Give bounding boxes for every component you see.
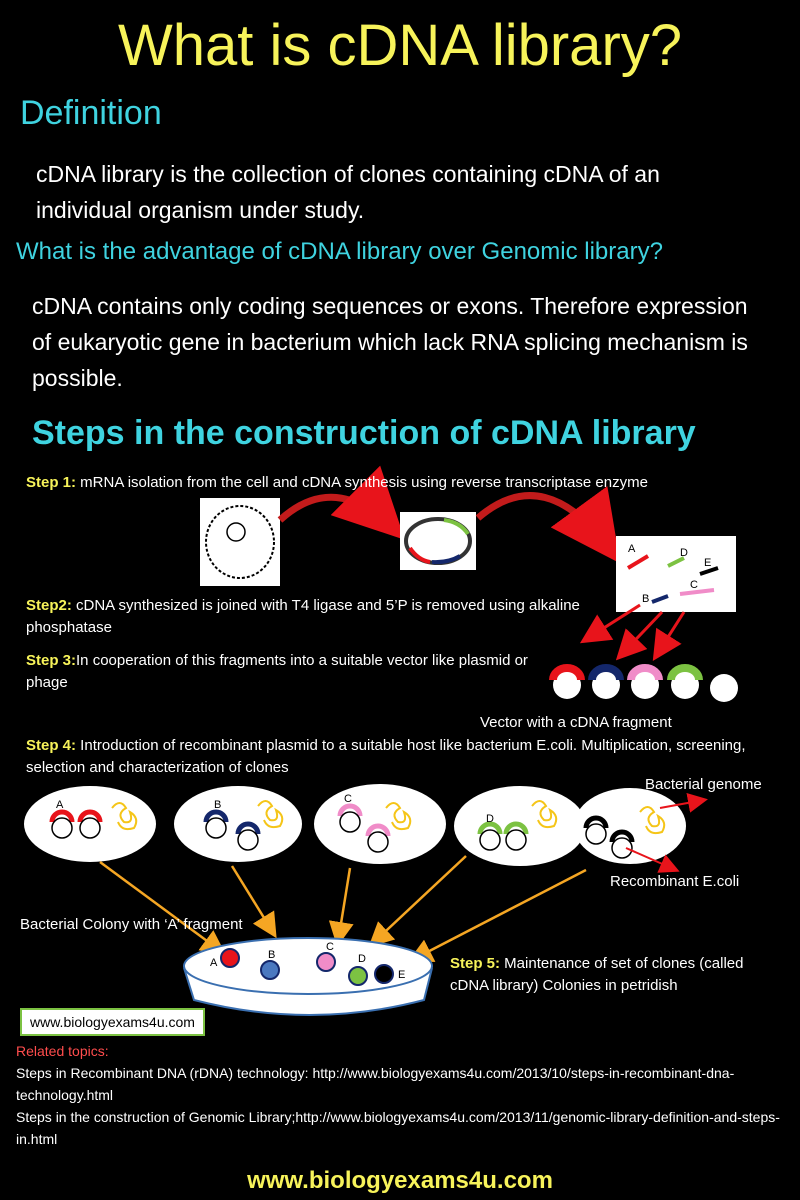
step-4: Step 4: Introduction of recombinant plas… — [26, 737, 746, 776]
colony-letter-b: B — [268, 949, 275, 961]
colony-letter-c: C — [326, 941, 334, 953]
step-5: Step 5: Maintenance of set of clones (ca… — [450, 955, 744, 994]
curved-arrow-1 — [277, 465, 405, 540]
arrow-recombinant — [625, 847, 680, 873]
fragments-box — [616, 536, 736, 612]
arrow-frag-3 — [652, 611, 686, 662]
bacterial-genome-label: Bacterial genome — [645, 776, 762, 793]
step-1: Step 1: mRNA isolation from the cell and… — [26, 474, 648, 491]
fragment-letter-b: B — [642, 593, 649, 605]
colony-letter-e: E — [398, 969, 405, 981]
fragment-letter-d: D — [680, 547, 688, 559]
page-title: What is cDNA library? — [117, 13, 683, 78]
advantage-text: cDNA contains only coding sequences or e… — [32, 293, 748, 391]
recombinant-label: Recombinant E.coli — [610, 873, 740, 890]
cell-letter-c: C — [344, 793, 352, 805]
cell-letter-a: A — [56, 799, 64, 811]
petri-dish-lid — [183, 937, 433, 995]
definition-heading: Definition — [20, 94, 162, 132]
step-2: Step2: cDNA synthesized is joined with T… — [26, 597, 580, 636]
colony-a-label: Bacterial Colony with ‘A’ fragment — [20, 916, 243, 933]
website-box[interactable]: www.biologyexams4u.com — [20, 1008, 205, 1036]
footer-url[interactable]: www.biologyexams4u.com — [247, 1167, 553, 1194]
vector-label: Vector with a cDNA fragment — [480, 714, 672, 731]
bacterial-genome-icons — [111, 800, 666, 835]
related-topics: Related topics: Steps in Recombinant DNA… — [16, 1040, 796, 1150]
cell-icon — [205, 505, 275, 579]
cell-letter-d: D — [486, 813, 494, 825]
step-3: Step 3:In cooperation of this fragments … — [26, 652, 528, 691]
cell-box — [200, 498, 280, 586]
cell-letter-b: B — [214, 799, 221, 811]
advantage-heading: What is the advantage of cDNA library ov… — [16, 238, 663, 265]
nucleus-icon — [226, 522, 246, 542]
vector-row — [549, 664, 738, 702]
related-heading: Related topics: — [16, 1043, 109, 1059]
arrow-frag-1 — [579, 603, 641, 644]
related-link-1[interactable]: Steps in Recombinant DNA (rDNA) technolo… — [16, 1065, 735, 1103]
fragment-letter-c: C — [690, 579, 698, 591]
steps-heading: Steps in the construction of cDNA librar… — [32, 414, 696, 452]
arrow-frag-2 — [615, 610, 664, 661]
fragment-letter-a: A — [628, 543, 636, 555]
definition-text: cDNA library is the collection of clones… — [36, 161, 660, 223]
related-link-2[interactable]: Steps in the construction of Genomic Lib… — [16, 1109, 780, 1147]
fragment-letter-e: E — [704, 557, 711, 569]
colony-letter-a: A — [210, 957, 218, 969]
curved-arrow-2 — [475, 486, 621, 564]
arrow-genome — [659, 793, 708, 813]
colony-letter-d: D — [358, 953, 366, 965]
